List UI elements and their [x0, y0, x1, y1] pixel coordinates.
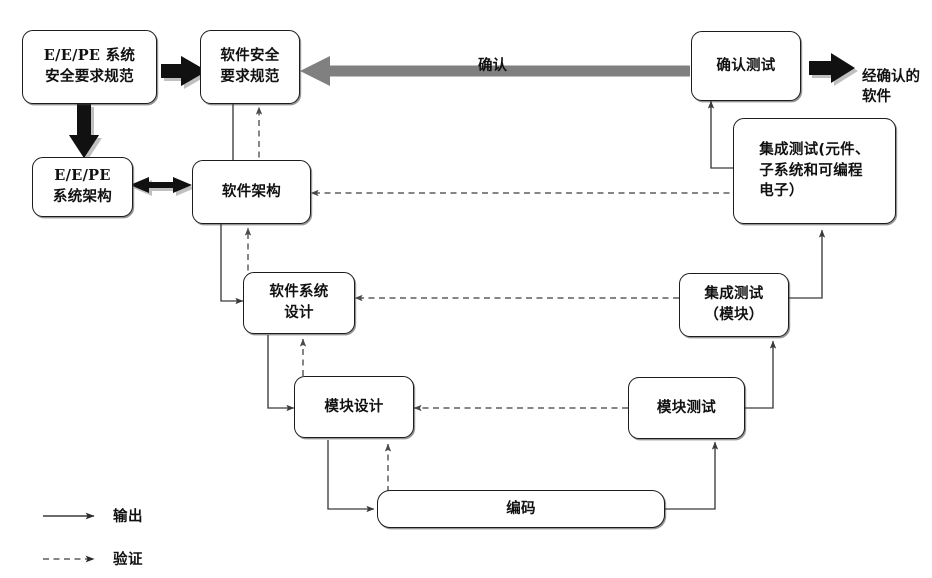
edge-ee-pe-req-to-ee-pe-arch-top — [69, 104, 99, 158]
edge-coding-to-module-test — [665, 441, 719, 510]
edge-ee-pe-req-to-software-req-top — [161, 56, 207, 86]
label-validated-software: 经确认的 软件 — [862, 46, 920, 108]
edge-group-validation-gray — [300, 56, 690, 86]
node-ee-pe-architecture-label: E/E/PE 系统架构 — [52, 167, 113, 205]
node-integration-test-module-label: 集成测试 （模块） — [704, 286, 764, 323]
node-integration-test-module[interactable]: 集成测试 （模块） — [679, 273, 789, 337]
node-module-design-label: 模块设计 — [324, 398, 384, 415]
edge-module-design-to-coding — [327, 440, 375, 513]
label-validated-software-text: 经确认的 软件 — [862, 68, 920, 106]
node-integration-test-hw-label: 集成测试(元件、 子系统和可编程 电子） — [759, 142, 870, 200]
node-coding-label: 编码 — [506, 500, 536, 517]
node-validation-test-label: 确认测试 — [716, 57, 776, 74]
legend-item-verification: 验证 — [42, 548, 143, 569]
node-coding[interactable]: 编码 — [377, 490, 665, 528]
node-software-safety-req[interactable]: 软件安全 要求规范 — [200, 30, 300, 104]
edge-validation-gray-head — [300, 56, 330, 86]
edge-integration-hw-to-validation-test — [707, 100, 733, 169]
node-ee-pe-architecture[interactable]: E/E/PE 系统架构 — [32, 157, 133, 217]
node-software-architecture[interactable]: 软件架构 — [192, 160, 311, 224]
legend-output-label: 输出 — [113, 509, 143, 525]
edge-ee-pe-arch-to-sw-arch — [130, 177, 192, 193]
node-validation-test[interactable]: 确认测试 — [691, 31, 801, 101]
edge-group-dashed-verification — [244, 106, 740, 492]
edge-module-test-to-integration-module — [745, 340, 777, 409]
node-software-system-design-label: 软件系统 设计 — [269, 284, 329, 321]
edge-validation-to-validated-software — [809, 53, 855, 83]
label-validation-arrow: 确认 — [478, 35, 507, 76]
legend-verification-label: 验证 — [113, 552, 143, 568]
edge-group-thick-black — [69, 53, 858, 196]
node-module-test-label: 模块测试 — [656, 399, 717, 416]
edge-architecture-to-system-design — [220, 224, 244, 305]
node-integration-test-hw[interactable]: 集成测试(元件、 子系统和可编程 电子） — [733, 118, 896, 224]
node-module-design[interactable]: 模块设计 — [294, 376, 414, 438]
node-software-system-design[interactable]: 软件系统 设计 — [243, 272, 355, 334]
legend-item-output: 输出 — [42, 505, 143, 526]
node-software-safety-req-label: 软件安全 要求规范 — [220, 48, 280, 85]
legend-dashed-arrow-icon — [43, 555, 95, 562]
legend-solid-arrow-icon — [43, 512, 95, 519]
edge-system-design-to-module-design — [267, 335, 295, 412]
edge-integration-module-to-integration-hw — [789, 229, 826, 299]
label-validation-arrow-text: 确认 — [478, 57, 507, 74]
node-ee-pe-safety-req-label: E/E/PE 系统 安全要求规范 — [43, 47, 136, 85]
node-ee-pe-safety-req[interactable]: E/E/PE 系统 安全要求规范 — [22, 30, 157, 104]
node-module-test[interactable]: 模块测试 — [628, 377, 745, 439]
node-software-architecture-label: 软件架构 — [221, 183, 282, 200]
edge-group-solid-output — [220, 100, 826, 513]
